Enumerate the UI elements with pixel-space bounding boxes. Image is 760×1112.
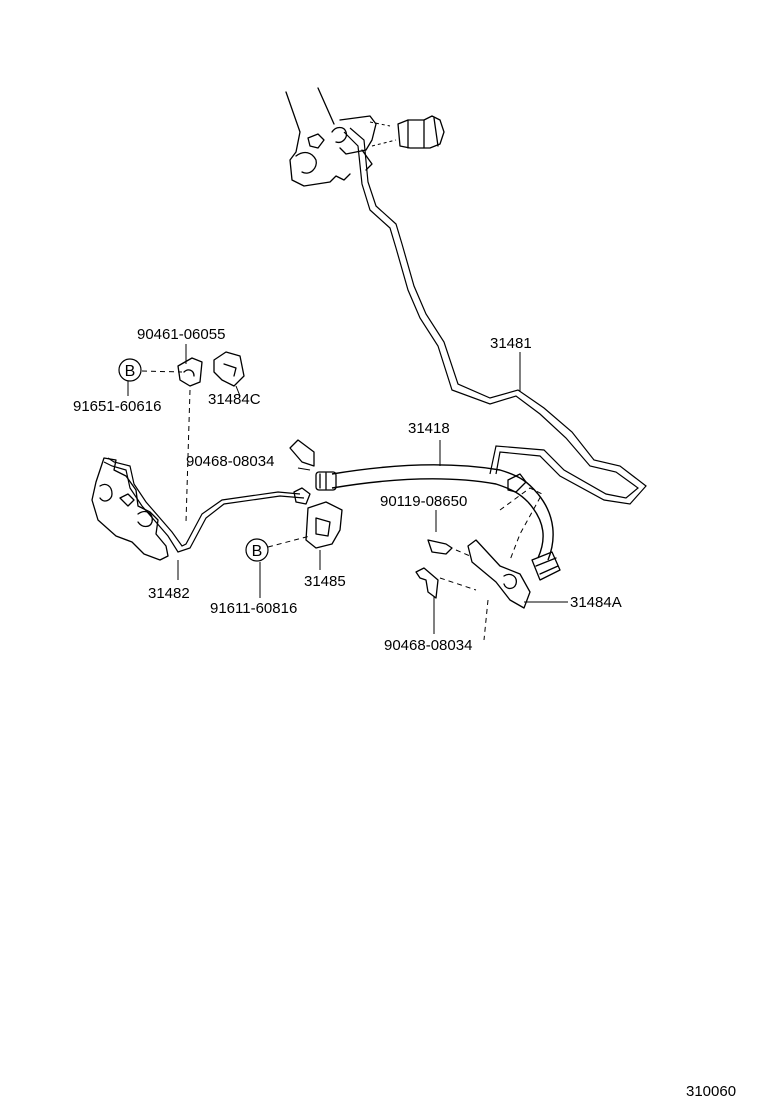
callout-31484a: 31484A xyxy=(570,594,622,611)
callout-31418: 31418 xyxy=(408,420,450,437)
callout-31481: 31481 xyxy=(490,335,532,352)
callout-90119-08650: 90119-08650 xyxy=(380,493,467,510)
callout-90468-08034-bottom: 90468-08034 xyxy=(384,637,472,654)
b-marker-upper: B xyxy=(118,358,142,382)
callout-91611-60816: 91611-60816 xyxy=(210,600,297,617)
clutch-pipe-31481 xyxy=(343,127,647,505)
leader-lines xyxy=(127,344,568,634)
bracket-31484a xyxy=(415,473,531,609)
release-cylinder-pipe-31482 xyxy=(91,457,311,561)
svg-text:B: B xyxy=(125,363,136,380)
callout-90461-06055: 90461-06055 xyxy=(137,326,225,343)
callout-31485: 31485 xyxy=(304,573,346,590)
callout-91651-60616: 91651-60616 xyxy=(73,398,161,415)
clutch-hose-31418 xyxy=(315,464,561,581)
master-cylinder-illustration xyxy=(285,87,445,187)
bracket-31485 xyxy=(289,439,343,549)
callout-90468-08034-top: 90468-08034 xyxy=(186,453,274,470)
callout-31482: 31482 xyxy=(148,585,190,602)
svg-text:B: B xyxy=(252,543,263,560)
b-marker-lower: B xyxy=(245,538,269,562)
clamp-31484c xyxy=(177,351,245,387)
connection-dashed-lines xyxy=(141,370,543,641)
figure-number: 310060 xyxy=(686,1083,736,1100)
callout-31484c: 31484C xyxy=(208,391,261,408)
